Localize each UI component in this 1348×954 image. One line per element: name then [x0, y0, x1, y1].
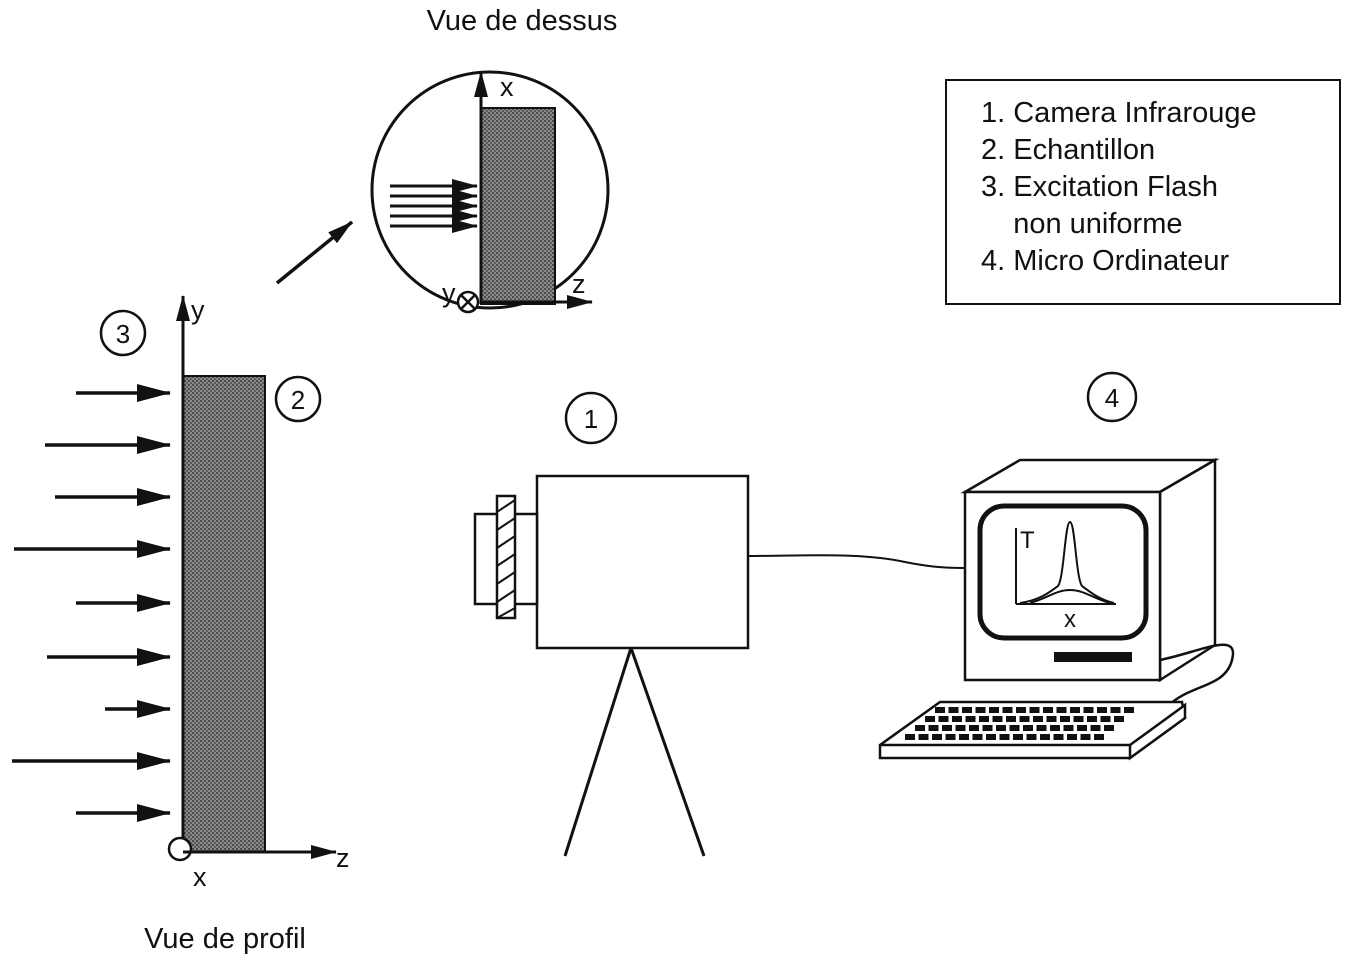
flash-arrows	[12, 384, 171, 822]
zoom-arrow	[275, 220, 354, 285]
keyboard-key	[1083, 707, 1094, 713]
keyboard-key	[959, 734, 969, 740]
top-view-x-label: x	[500, 72, 514, 102]
keyboard-key	[1009, 725, 1020, 731]
keyboard-key	[928, 725, 939, 731]
keyboard-key	[1110, 707, 1121, 713]
top-view-y-label: y	[442, 278, 456, 308]
keyboard-key	[975, 707, 986, 713]
keyboard-key	[1114, 716, 1124, 722]
keyboard-key	[965, 716, 976, 722]
keyboard-key	[1006, 716, 1016, 722]
legend-box: 1. Camera Infrarouge 2. Echantillon 3. E…	[945, 79, 1341, 305]
keyboard-key	[955, 725, 966, 731]
keyboard-key	[1050, 725, 1060, 731]
keyboard-key	[1026, 734, 1037, 740]
keyboard-key	[905, 734, 915, 740]
infrared-camera	[473, 474, 750, 857]
side-view: y z x 3 2	[12, 295, 350, 892]
svg-text:4: 4	[1105, 383, 1119, 413]
svg-text:1: 1	[584, 404, 598, 434]
keyboard-key	[948, 707, 959, 713]
keyboard-key	[1019, 716, 1030, 722]
keyboard-key	[1060, 716, 1070, 722]
keyboard-key	[1087, 716, 1097, 722]
keyboard-key	[942, 725, 952, 731]
screen-x-label: x	[1064, 606, 1076, 633]
top-view-z-label: z	[572, 269, 586, 299]
marker-1: 1	[564, 391, 618, 445]
keyboard-key	[1029, 707, 1040, 713]
keyboard-key	[1040, 734, 1050, 740]
keyboard-key	[979, 716, 989, 722]
side-view-y-label: y	[191, 295, 205, 325]
keyboard-key	[1077, 725, 1087, 731]
keyboard-key	[972, 734, 983, 740]
side-view-x-label: x	[193, 862, 207, 892]
keyboard-key	[1023, 725, 1033, 731]
micro-computer	[878, 457, 1235, 761]
keyboard-key	[1016, 707, 1026, 713]
keyboard-key	[1063, 725, 1074, 731]
keyboard-key	[1100, 716, 1111, 722]
top-view-circle: x z y	[370, 70, 610, 314]
screen-t-label: T	[1020, 527, 1035, 554]
keyboard-key	[962, 707, 972, 713]
keyboard-key	[996, 725, 1006, 731]
keyboard-key	[1036, 725, 1047, 731]
svg-text:3: 3	[116, 319, 130, 349]
keyboard-key	[1073, 716, 1084, 722]
keyboard-key	[918, 734, 929, 740]
keyboard-key	[969, 725, 979, 731]
marker-2: 2	[274, 375, 322, 423]
keyboard-key	[1094, 734, 1104, 740]
legend-item-1: 1. Camera Infrarouge	[981, 97, 1257, 129]
keyboard-key	[1043, 707, 1053, 713]
side-view-sample	[182, 375, 266, 853]
keyboard-key	[1053, 734, 1064, 740]
keyboard-key	[925, 716, 935, 722]
top-view-flash-arrows	[390, 179, 478, 233]
keyboard-key	[1104, 725, 1114, 731]
keyboard-key	[999, 734, 1010, 740]
keyboard-key	[1070, 707, 1080, 713]
keyboard-key	[1002, 707, 1013, 713]
keyboard-key	[938, 716, 949, 722]
keyboard-key	[1067, 734, 1077, 740]
keyboard-key	[952, 716, 962, 722]
keyboard-key	[1124, 707, 1134, 713]
legend-item-2: 2. Echantillon	[981, 134, 1156, 166]
keyboard-key	[1046, 716, 1057, 722]
keyboard-key	[1097, 707, 1107, 713]
keyboard-key	[1080, 734, 1091, 740]
y-into-page-icon	[456, 290, 480, 314]
x-out-of-page-icon	[167, 836, 193, 862]
keyboard-key	[989, 707, 999, 713]
keyboard-key	[986, 734, 996, 740]
keyboard-keys	[905, 707, 1134, 740]
keyboard-key	[1033, 716, 1043, 722]
keyboard-key	[915, 725, 925, 731]
marker-3: 3	[99, 309, 147, 357]
screen-plot	[1015, 520, 1116, 605]
top-view-sample	[480, 107, 556, 305]
top-view-title: Vue de dessus	[427, 5, 618, 37]
keyboard-key	[932, 734, 942, 740]
side-view-z-label: z	[336, 843, 350, 873]
keyboard-key	[1013, 734, 1023, 740]
legend-item-3: 3. Excitation Flash	[981, 171, 1218, 203]
svg-text:2: 2	[291, 385, 305, 415]
keyboard-key	[1090, 725, 1101, 731]
camera-cable	[747, 554, 965, 569]
legend-item-4: 4. Micro Ordinateur	[981, 245, 1230, 277]
keyboard-key	[945, 734, 956, 740]
keyboard-key	[992, 716, 1003, 722]
marker-4: 4	[1086, 371, 1138, 423]
keyboard-key	[935, 707, 945, 713]
legend-item-3-cont: non uniforme	[981, 208, 1183, 240]
keyboard-key	[982, 725, 993, 731]
keyboard-key	[1056, 707, 1067, 713]
side-view-title: Vue de profil	[144, 923, 306, 954]
